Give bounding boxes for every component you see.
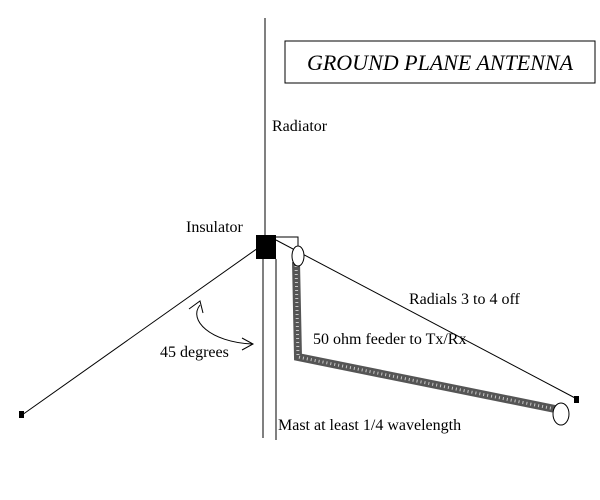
feeder-top-end	[291, 245, 305, 267]
angle-arrowhead-bottom	[241, 337, 255, 351]
title-box	[284, 40, 596, 84]
radials-label: Radials 3 to 4 off	[409, 291, 520, 308]
radial-right-end-insulator	[574, 396, 579, 403]
coax-feeder	[292, 261, 561, 414]
feeder-label: 50 ohm feeder to Tx/Rx	[313, 331, 466, 348]
feeder-bottom-end	[552, 402, 570, 426]
radial-left-end-insulator	[19, 411, 24, 418]
mast-label: Mast at least 1/4 wavelength	[278, 417, 461, 434]
radial-right	[275, 239, 578, 400]
diagram-title: GROUND PLANE ANTENNA	[307, 50, 574, 75]
angle-arrowhead-top	[188, 300, 204, 314]
insulator-block	[256, 235, 276, 259]
radial-left	[21, 247, 259, 416]
insulator-label: Insulator	[186, 219, 244, 236]
radiator-label: Radiator	[272, 118, 328, 135]
angle-label: 45 degrees	[160, 344, 229, 361]
feeder-connection-wire	[276, 236, 299, 247]
angle-arrow	[196, 304, 253, 345]
